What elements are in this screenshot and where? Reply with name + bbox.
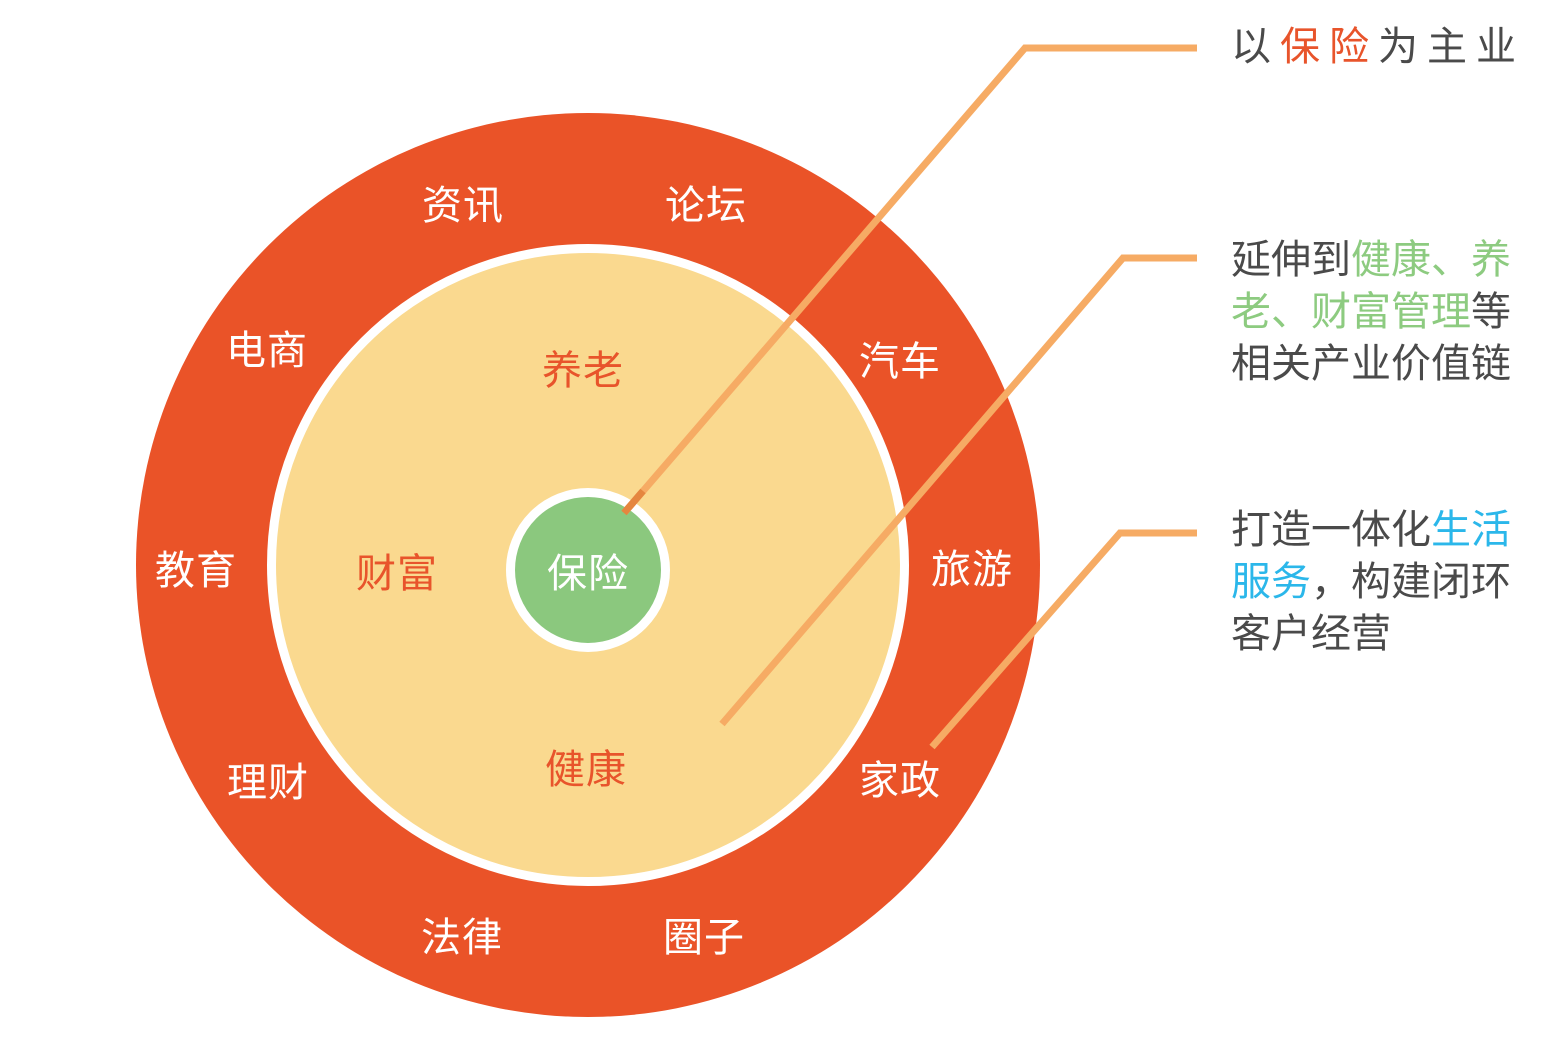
annotation-life-services: 打造一体化生活服务，构建闭环客户经营 [1231,504,1551,660]
annotation-line: 延伸到健康、养 [1231,234,1551,286]
annotation-text: 延伸到健康、养老、财富管理等相关产业价值链 [1231,234,1551,390]
annotation-text: 以保险为主业 [1231,21,1551,73]
annotation-line: 老、财富管理等 [1231,286,1551,338]
outer-ring-label: 论坛 [665,184,747,228]
annotation-line: 相关产业价值链 [1231,338,1551,390]
annotation-line: 以保险为主业 [1231,21,1551,73]
annotation-segment: 等 [1471,290,1511,334]
annotation-segment: 健康、养 [1351,238,1511,282]
outer-ring-label: 法律 [421,916,503,960]
annotation-segment: ，构建闭环 [1311,560,1511,604]
outer-ring-label: 资讯 [422,184,504,228]
outer-ring-label: 旅游 [931,548,1013,592]
annotation-segment: 以 [1231,25,1280,69]
outer-ring-label: 汽车 [859,340,941,384]
annotation-insurance-core: 以保险为主业 [1231,21,1551,73]
outer-ring-label: 电商 [226,329,308,373]
middle-ring-label: 健康 [545,748,627,792]
annotation-value-chain: 延伸到健康、养老、财富管理等相关产业价值链 [1231,234,1551,390]
middle-ring-label: 财富 [356,552,438,596]
outer-ring-label: 家政 [859,759,941,803]
annotation-line: 服务，构建闭环 [1231,556,1551,608]
annotation-line: 客户经营 [1231,608,1551,660]
annotation-line: 打造一体化生活 [1231,504,1551,556]
annotation-segment: 老、财富管理 [1231,290,1471,334]
middle-ring-label: 养老 [542,349,624,393]
annotation-segment: 打造一体化 [1231,508,1431,552]
annotation-segment: 相关产业价值链 [1231,342,1511,386]
core-circle: 保险 [506,488,670,652]
annotation-segment: 客户经营 [1231,612,1391,656]
core-label: 保险 [547,552,629,596]
annotation-segment: 服务 [1231,560,1311,604]
outer-ring-label: 教育 [155,549,237,593]
annotation-segment: 保险 [1280,25,1378,69]
outer-ring-label: 圈子 [663,916,745,960]
annotation-segment: 为主业 [1378,25,1525,69]
outer-ring-label: 理财 [227,761,309,805]
annotation-text: 打造一体化生活服务，构建闭环客户经营 [1231,504,1551,660]
annotation-segment: 延伸到 [1231,238,1351,282]
annotation-segment: 生活 [1431,508,1511,552]
